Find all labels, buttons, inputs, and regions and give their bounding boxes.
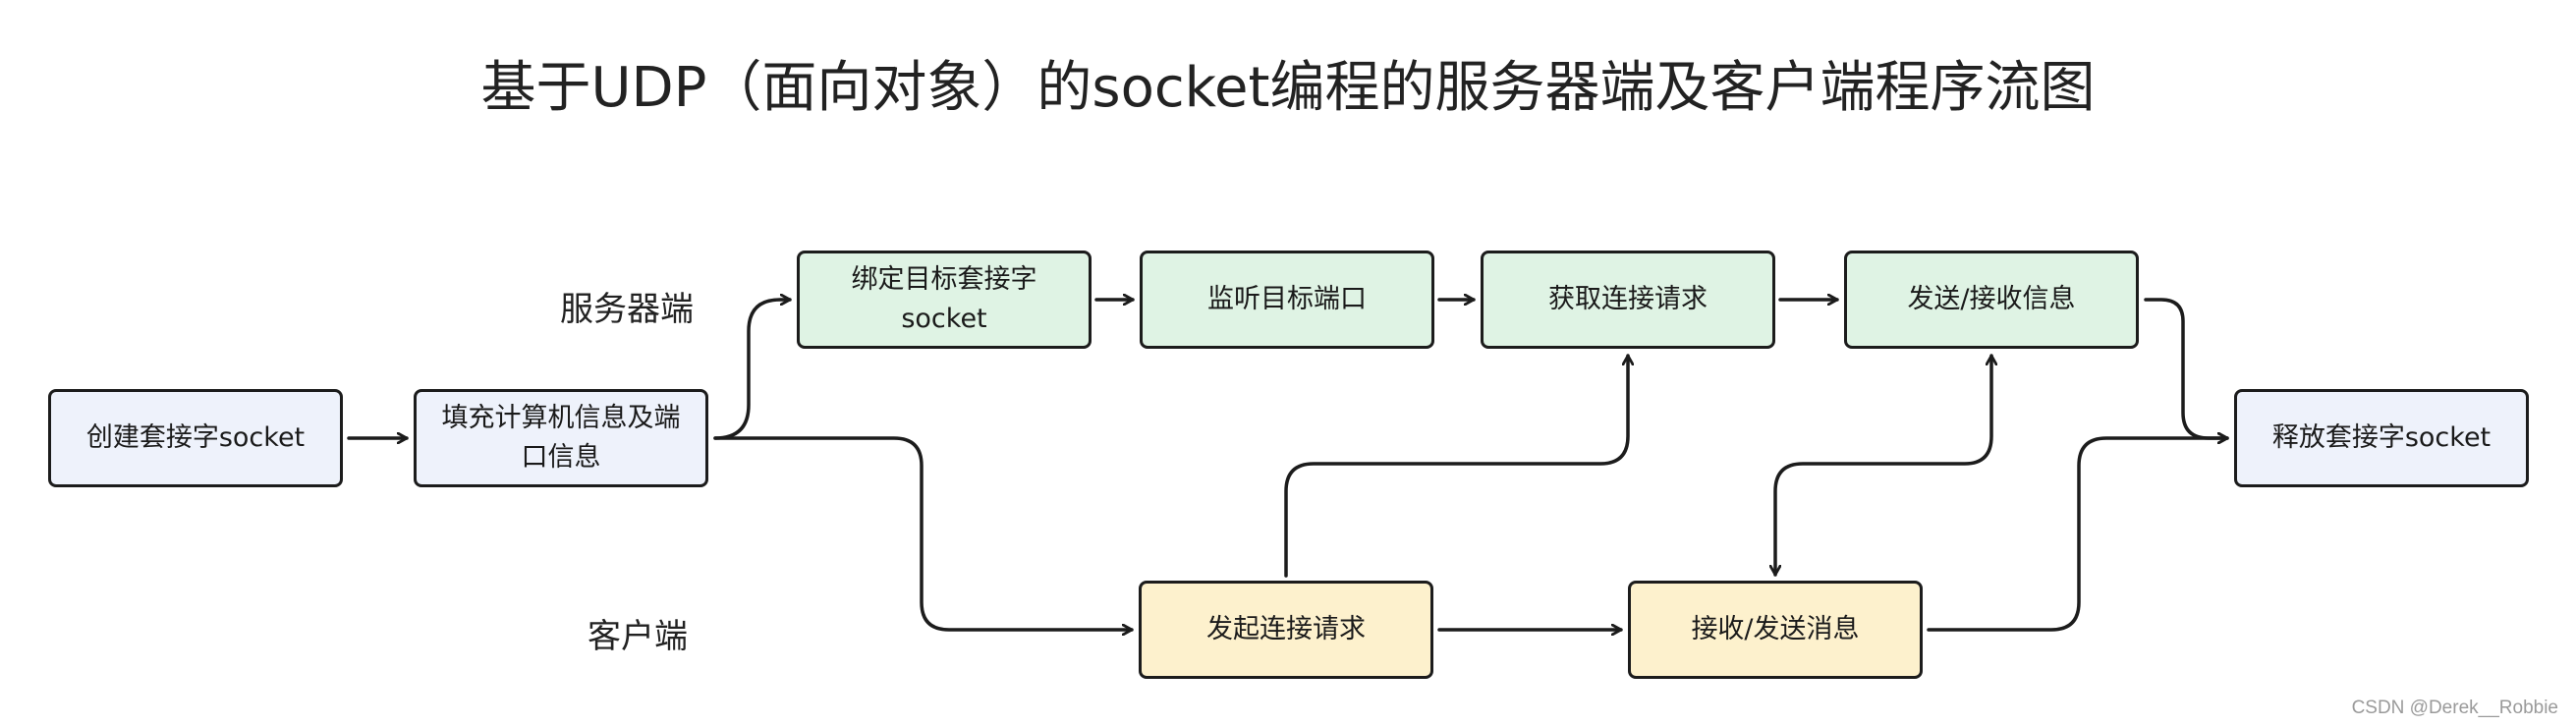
edge-recvsend-sendrecv-bidirectional xyxy=(1775,354,1991,577)
lane-label-client: 客户端 xyxy=(588,617,688,656)
node-accept-request: 获取连接请求 xyxy=(1481,251,1775,349)
node-release-socket-label: 释放套接字socket xyxy=(2271,422,2492,453)
node-bind-socket: 绑定目标套接字 socket xyxy=(797,251,1092,349)
node-client-receive-send-label: 接收/发送消息 xyxy=(1691,614,1860,644)
node-bind-socket-line1: 绑定目标套接字 xyxy=(851,264,1037,295)
node-client-connect-request: 发起连接请求 xyxy=(1139,581,1433,679)
diagram-title: 基于UDP（面向对象）的socket编程的服务器端及客户端程序流图 xyxy=(480,56,2096,120)
node-release-socket: 释放套接字socket xyxy=(2234,389,2529,487)
node-server-send-receive-label: 发送/接收信息 xyxy=(1907,284,2076,314)
node-fill-host-port-info: 填充计算机信息及端 口信息 xyxy=(414,389,708,487)
edge-sendrecv-to-release xyxy=(2144,298,2229,438)
node-client-receive-send: 接收/发送消息 xyxy=(1628,581,1923,679)
edge-connect-to-accept xyxy=(1284,354,1628,578)
edge-fill-to-connect xyxy=(713,436,1134,630)
edge-fill-to-bind xyxy=(713,300,792,440)
node-server-send-receive: 发送/接收信息 xyxy=(1844,251,2139,349)
node-listen-port: 监听目标端口 xyxy=(1140,251,1434,349)
node-create-socket: 创建套接字socket xyxy=(48,389,343,487)
node-fill-host-port-info-line1: 填充计算机信息及端 xyxy=(441,403,681,433)
watermark: CSDN @Derek__Robbie xyxy=(2351,698,2558,718)
node-bind-socket-line2: socket xyxy=(901,304,987,334)
node-fill-host-port-info-line2: 口信息 xyxy=(521,442,601,473)
node-accept-request-label: 获取连接请求 xyxy=(1548,284,1708,314)
edge-recvsend-to-release xyxy=(1927,438,2229,632)
node-create-socket-label: 创建套接字socket xyxy=(85,422,306,453)
lane-label-server: 服务器端 xyxy=(560,290,694,329)
node-client-connect-request-label: 发起连接请求 xyxy=(1206,614,1366,644)
node-listen-port-label: 监听目标端口 xyxy=(1207,284,1367,314)
